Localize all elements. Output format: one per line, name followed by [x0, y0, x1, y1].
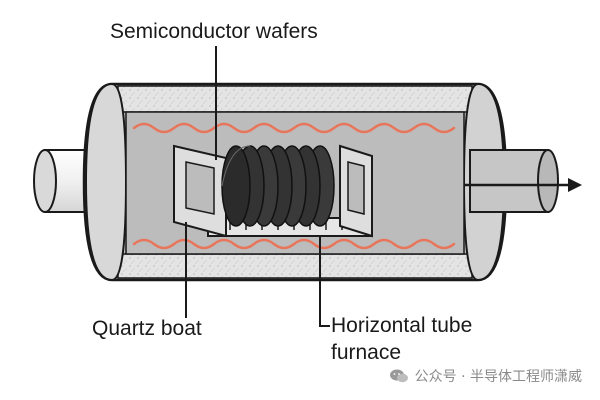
- furnace-leader-line: [319, 236, 330, 327]
- wechat-icon: [389, 369, 408, 383]
- leader-lines: [185, 46, 330, 327]
- watermark: 公众号 · 半导体工程师潇威: [389, 366, 582, 386]
- label-quartz-boat: Quartz boat: [92, 317, 202, 340]
- label-furnace-line2: furnace: [331, 341, 402, 364]
- flow-arrow: [464, 178, 582, 192]
- semiconductor-wafers: [221, 145, 335, 227]
- label-furnace-line1: Horizontal tube: [331, 314, 473, 337]
- watermark-text: 公众号 · 半导体工程师潇威: [414, 369, 582, 385]
- heating-coil-top: [132, 122, 456, 134]
- outlet-pipe: [469, 149, 559, 213]
- label-semiconductor-wafers: Semiconductor wafers: [110, 20, 318, 43]
- heating-coil-bottom: [132, 238, 456, 250]
